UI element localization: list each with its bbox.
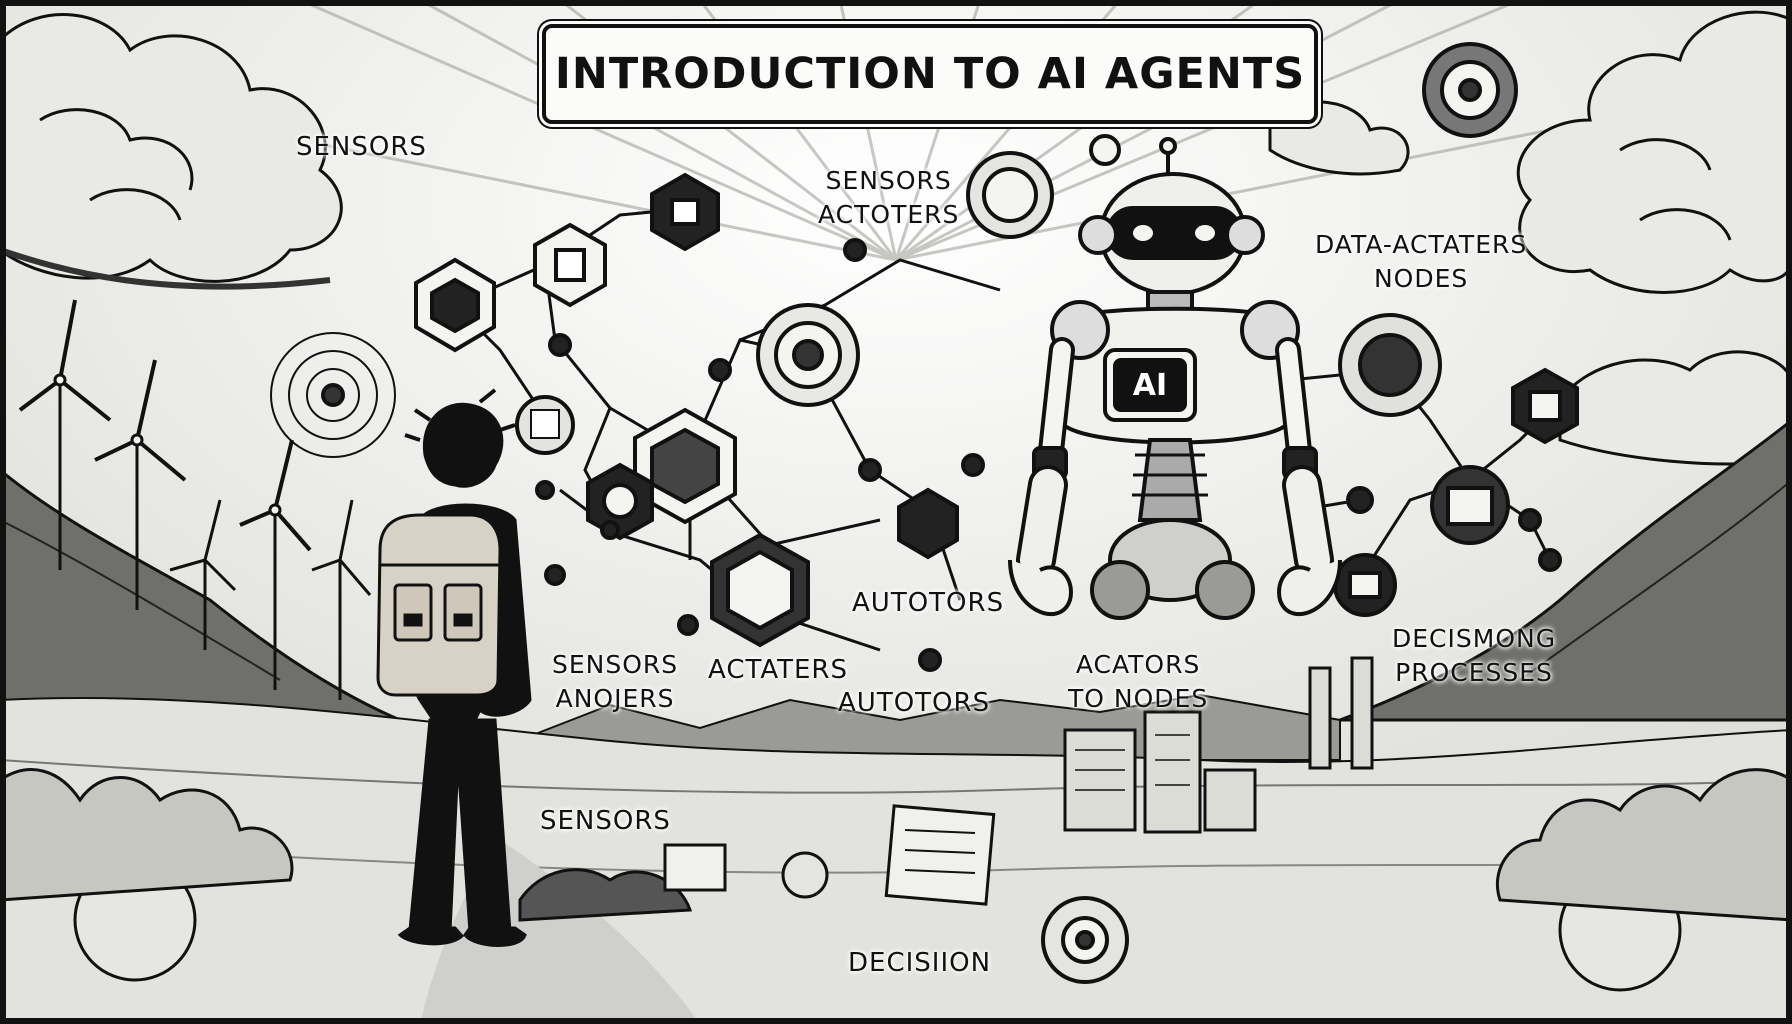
label-acators-to-nodes: ACATORS TO NODES	[1068, 648, 1208, 716]
robot-chest-label: AI	[1132, 367, 1168, 403]
robot-icon	[1008, 137, 1342, 620]
label-line-1: SENSORS	[552, 650, 679, 679]
label-line-2: NODES	[1373, 263, 1469, 293]
foreground-foliage	[0, 768, 1792, 992]
clouds-left	[0, 13, 343, 290]
page-title: INTRODUCTION TO AI AGENTS	[554, 49, 1306, 99]
label-actaters: ACTATERS	[708, 655, 848, 685]
label-line-2: ACTOTERS	[818, 199, 960, 229]
label-decisiion: DECISIION	[848, 948, 992, 978]
label-line-1: SENSORS	[825, 166, 952, 195]
label-sensors-ground: SENSORS	[540, 806, 671, 836]
label-autotors-mid: AUTOTORS	[852, 588, 1005, 618]
label-data-actaters-nodes: DATA-ACTATERS NODES	[1315, 228, 1527, 296]
label-line-2: TO NODES	[1068, 683, 1209, 713]
label-autotors-low: AUTOTORS	[838, 688, 991, 718]
label-sensors-top-left: SENSORS	[296, 132, 427, 162]
title-banner: INTRODUCTION TO AI AGENTS	[542, 24, 1318, 124]
label-line-1: ACATORS	[1075, 650, 1201, 679]
building-icon	[1063, 656, 1374, 834]
label-line-1: DECISMONG	[1392, 624, 1557, 653]
label-line-1: DATA-ACTATERS	[1315, 230, 1528, 259]
label-decismong-processes: DECISMONG PROCESSES	[1392, 622, 1556, 690]
boy-figure	[376, 388, 532, 947]
label-sensors-actoters: SENSORS ACTOTERS	[818, 164, 959, 232]
clouds-right	[1268, 10, 1792, 466]
wind-turbine-icon	[18, 299, 372, 700]
label-line-2: PROCESSES	[1395, 657, 1553, 687]
label-sensors-anojers: SENSORS ANOJERS	[552, 648, 678, 716]
label-line-2: ANOJERS	[555, 683, 675, 713]
network-node-icon	[270, 42, 1579, 984]
